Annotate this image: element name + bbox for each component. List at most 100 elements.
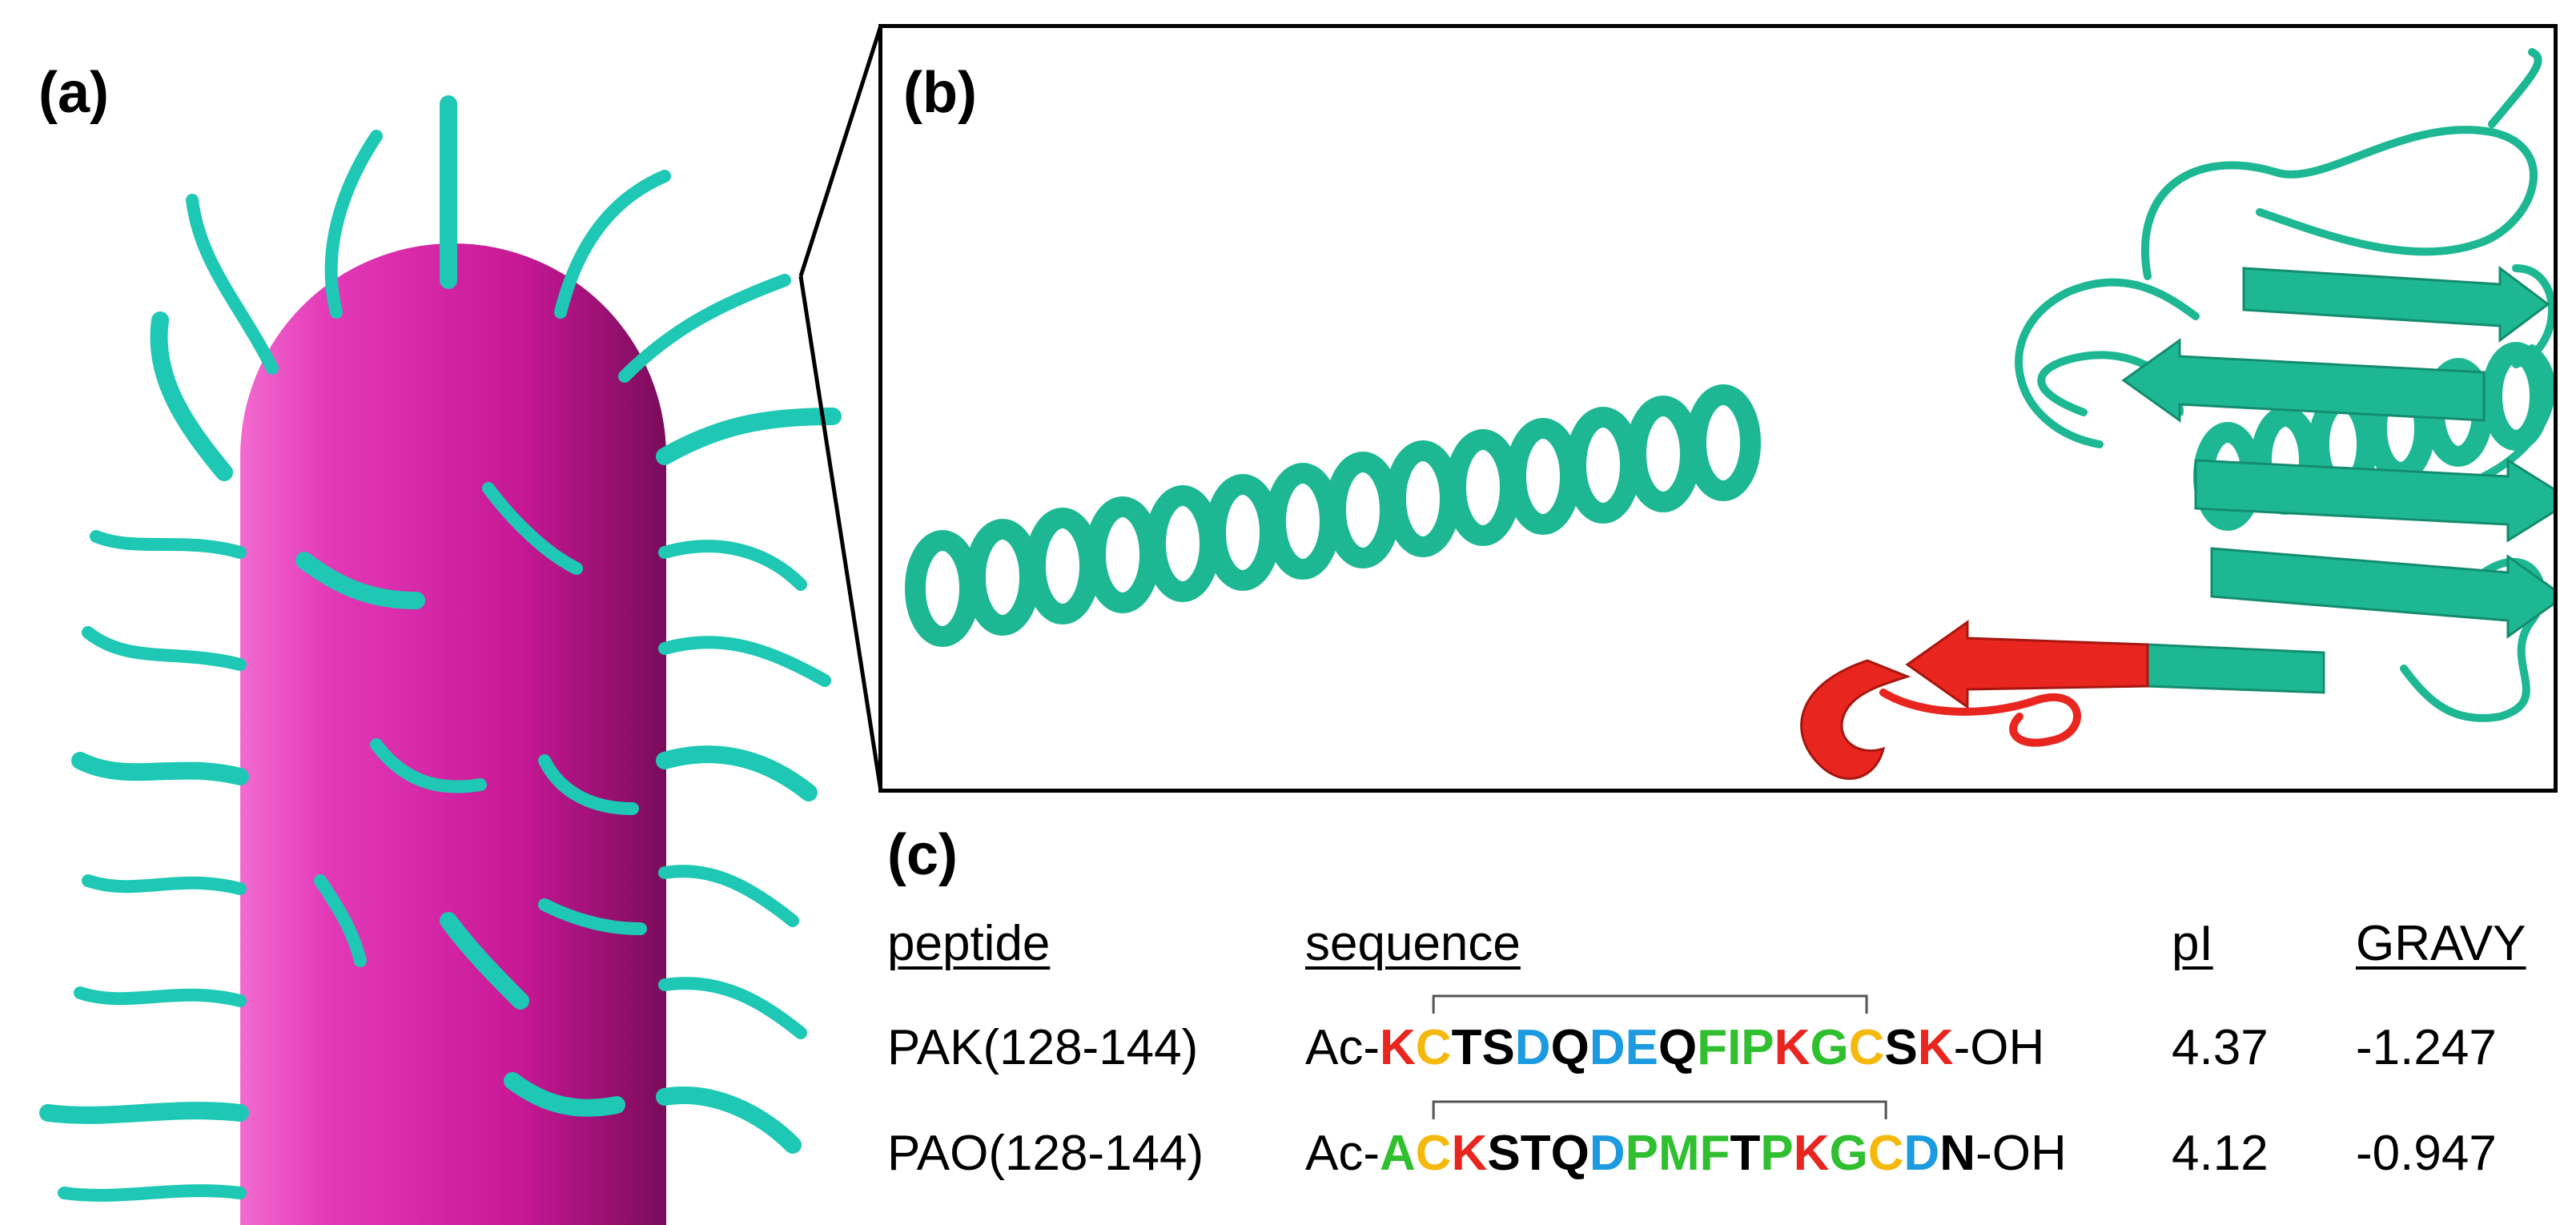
loop-right3 bbox=[2400, 557, 2546, 722]
loop-top bbox=[2140, 126, 2538, 280]
residue: S bbox=[1884, 1020, 1918, 1075]
residue: Q bbox=[1550, 1126, 1589, 1181]
residue: A bbox=[1380, 1126, 1416, 1181]
pilus bbox=[150, 311, 233, 481]
gravy-value: -1.247 bbox=[2356, 1020, 2497, 1075]
residue: K bbox=[1774, 1020, 1810, 1075]
residue: Q bbox=[1550, 1020, 1589, 1075]
pi-value: 4.37 bbox=[2172, 1020, 2269, 1075]
residue: I bbox=[1727, 1020, 1742, 1075]
helix-turn bbox=[1085, 496, 1160, 613]
helix-turn bbox=[1145, 485, 1220, 602]
helix-turn bbox=[2482, 342, 2550, 451]
residue: D bbox=[1903, 1126, 1940, 1181]
helix-turn bbox=[965, 519, 1040, 636]
residue: S bbox=[1481, 1020, 1515, 1075]
sequence-suffix: -OH bbox=[1975, 1126, 2067, 1181]
residue: C bbox=[1415, 1020, 1452, 1075]
peptide-sequence: Ac-KCTSDQDEQFIPKGCSK-OH bbox=[1305, 1023, 2044, 1073]
cell-body bbox=[240, 243, 666, 1225]
beta-strand-5-tail bbox=[2146, 643, 2325, 694]
helix-turn bbox=[1686, 384, 1761, 501]
pilus bbox=[58, 1184, 247, 1202]
pilus bbox=[658, 865, 799, 927]
residue: C bbox=[1415, 1126, 1452, 1181]
panel-label-a: (a) bbox=[38, 61, 109, 125]
pilus bbox=[324, 130, 383, 319]
pilus bbox=[314, 874, 367, 967]
beta-strand-1 bbox=[2242, 266, 2550, 343]
panel-label-c: (c) bbox=[887, 823, 958, 887]
helix-turn bbox=[1265, 463, 1340, 580]
residue: N bbox=[1939, 1126, 1976, 1181]
pilus bbox=[82, 874, 247, 895]
pilus bbox=[186, 194, 279, 375]
residue: E bbox=[1625, 1020, 1658, 1075]
residue: G bbox=[1829, 1126, 1868, 1181]
panel-b-frame bbox=[878, 24, 2558, 793]
pilus bbox=[538, 898, 647, 935]
zoom-connector bbox=[798, 25, 883, 792]
pilus bbox=[656, 1086, 802, 1154]
residue: D bbox=[1589, 1020, 1626, 1075]
pilus bbox=[658, 636, 831, 687]
residue: D bbox=[1514, 1020, 1551, 1075]
residue: G bbox=[1810, 1020, 1849, 1075]
residue: F bbox=[1697, 1020, 1728, 1075]
header-pi: pI bbox=[2172, 916, 2213, 971]
residue: P bbox=[1741, 1020, 1774, 1075]
header-peptide: peptide bbox=[887, 916, 1051, 971]
pilin-structure bbox=[905, 48, 2554, 780]
pilus bbox=[554, 170, 671, 319]
residue: C bbox=[1867, 1126, 1904, 1181]
residue: T bbox=[1520, 1126, 1551, 1181]
peptide-name: PAK(128-144) bbox=[887, 1020, 1199, 1075]
residue: D bbox=[1589, 1126, 1626, 1181]
residue: M bbox=[1658, 1126, 1700, 1181]
peptide-sequence: Ac-ACKSTQDPMFTPKGCDN-OH bbox=[1305, 1129, 2067, 1179]
header-gravy: GRAVY bbox=[2356, 916, 2526, 971]
pilus bbox=[504, 1072, 625, 1117]
loop-right2 bbox=[2480, 344, 2554, 480]
beta-strand-2 bbox=[2121, 338, 2486, 423]
pi-value: 4.12 bbox=[2172, 1126, 2269, 1181]
helix-turn bbox=[905, 530, 980, 647]
pilus bbox=[658, 977, 807, 1039]
helix-turn bbox=[1205, 474, 1280, 591]
loop-right4 bbox=[2512, 264, 2554, 368]
panel-label-b: (b) bbox=[903, 61, 977, 125]
pilus bbox=[618, 274, 791, 383]
disulfide-bond-line bbox=[1432, 1100, 1887, 1119]
residue: P bbox=[1625, 1126, 1658, 1181]
pilus bbox=[82, 626, 247, 671]
pilus bbox=[656, 408, 842, 465]
helix-turn bbox=[1025, 508, 1100, 625]
loop-mid-left bbox=[2015, 278, 2200, 448]
sequence-prefix: Ac- bbox=[1305, 1126, 1380, 1181]
helix-turn bbox=[1325, 452, 1401, 568]
residue: K bbox=[1451, 1126, 1488, 1181]
residue: T bbox=[1451, 1020, 1482, 1075]
pilus bbox=[39, 1102, 249, 1124]
residue: K bbox=[1793, 1126, 1830, 1181]
pilus bbox=[370, 738, 487, 793]
residue: S bbox=[1487, 1126, 1521, 1181]
residue: T bbox=[1730, 1126, 1761, 1181]
pilus bbox=[658, 540, 807, 591]
loop-right bbox=[2488, 48, 2542, 128]
peptide-name: PAO(128-144) bbox=[887, 1126, 1204, 1181]
residue: K bbox=[1380, 1020, 1416, 1075]
disulfide-bond-line bbox=[1432, 994, 1868, 1014]
beta-strand-3 bbox=[2194, 458, 2554, 543]
helix-turn bbox=[1505, 418, 1581, 535]
residue: P bbox=[1760, 1126, 1794, 1181]
beta-strand-4 bbox=[2210, 547, 2554, 639]
residue: F bbox=[1699, 1126, 1730, 1181]
pilus bbox=[482, 482, 583, 575]
residue: Q bbox=[1658, 1020, 1698, 1075]
pilus bbox=[656, 745, 818, 801]
pilus bbox=[538, 754, 639, 815]
pilus bbox=[440, 912, 529, 1010]
residue: C bbox=[1848, 1020, 1885, 1075]
pilus bbox=[90, 530, 247, 559]
